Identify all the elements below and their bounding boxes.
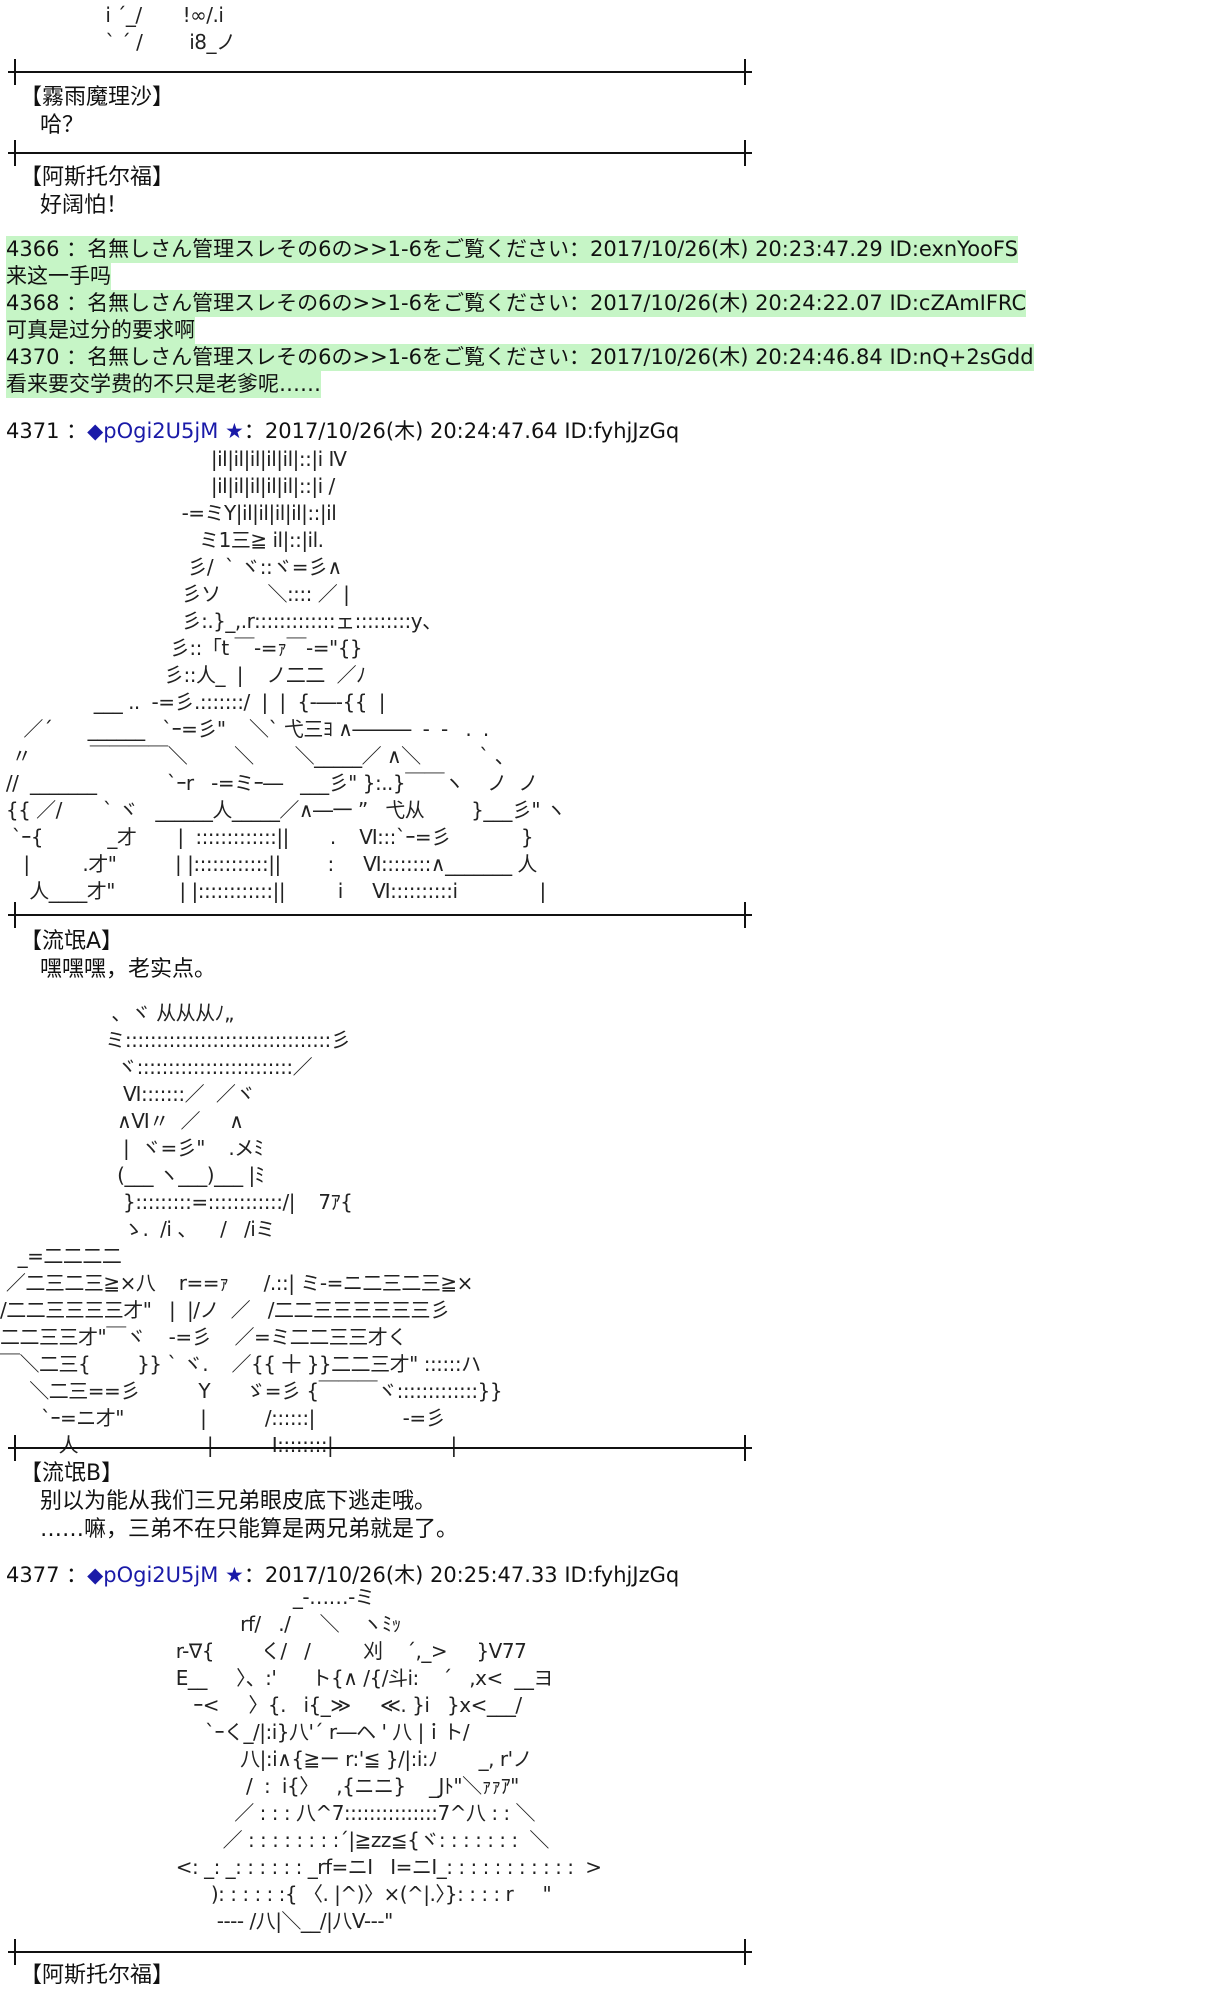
dialog-thug-b: 【流氓B】 别以为能从我们三兄弟眼皮底下逃走哦。 ……嘛，三弟不在只能算是两兄弟… — [20, 1460, 458, 1544]
post-body: 可真是过分的要求啊 — [6, 317, 195, 344]
dialog-thug-a: 【流氓A】 嘿嘿嘿，老实点。 — [20, 928, 216, 984]
speaker-name: 【阿斯托尔福】 — [20, 1963, 175, 1988]
post-body: 来这一手吗 — [6, 263, 111, 290]
reader-posts: 4366 ：名無しさん管理スレその6の>>1-6をご覧ください：2017/10/… — [6, 236, 1034, 398]
author-trip[interactable]: ◆pOgi2U5jM ★ — [87, 1563, 244, 1587]
post-header: 4370 ：名無しさん管理スレその6の>>1-6をご覧ください：2017/10/… — [6, 344, 1034, 371]
dialog-astolfo: 【阿斯托尔福】 好阔怕！ — [20, 164, 174, 220]
divider — [8, 897, 752, 933]
divider — [8, 1430, 752, 1466]
divider — [8, 54, 752, 90]
ascii-art-thug-scene: 、ヾ 从从从ﾉ„ ミ::::::::::::::::::::::::::::::… — [0, 1001, 503, 1457]
post-meta: ：2017/10/26(木) 20:24:47.64 ID:fyhjJzGq — [243, 419, 680, 443]
dialog-line: ……嘛，三弟不在只能算是两兄弟就是了。 — [40, 1517, 459, 1542]
author-post-header: 4371 ：◆pOgi2U5jM ★：2017/10/26(木) 20:24:4… — [6, 418, 679, 445]
post-number: 4371 ： — [6, 419, 88, 443]
dialog-line: 嘿嘿嘿，老实点。 — [40, 957, 217, 982]
dialog-line: 哈？ — [40, 113, 85, 138]
speaker-name: 【阿斯托尔福】 — [20, 165, 175, 190]
ascii-art-top: i ´_/ !∞/.i ` ´ / i8_ノ — [105, 3, 236, 54]
post-header: 4366 ：名無しさん管理スレその6の>>1-6をご覧ください：2017/10/… — [6, 236, 1018, 263]
speaker-name: 【流氓B】 — [20, 1461, 124, 1486]
divider — [8, 135, 752, 171]
post-meta: ：2017/10/26(木) 20:25:47.33 ID:fyhjJzGq — [243, 1563, 680, 1587]
ascii-art-astolfo-scene: |il|il|il|il|il|::|i Ⅳ |il|il|il|il|il|:… — [5, 447, 566, 903]
speaker-name: 【流氓A】 — [20, 929, 124, 954]
ascii-art-astolfo-face: _-……-ミ rf/ ./ ＼ ヽﾐｯ r-∇{ く/ / 刈 ´,_> }V7… — [175, 1585, 602, 1933]
speaker-name: 【霧雨魔理沙】 — [20, 85, 175, 110]
divider — [8, 1934, 752, 1970]
dialog-line: 好阔怕！ — [40, 193, 129, 218]
dialog-astolfo-2: 【阿斯托尔福】 — [20, 1962, 174, 1990]
author-post-header: 4377 ：◆pOgi2U5jM ★：2017/10/26(木) 20:25:4… — [6, 1562, 679, 1589]
post-header: 4368 ：名無しさん管理スレその6の>>1-6をご覧ください：2017/10/… — [6, 290, 1027, 317]
dialog-line: 别以为能从我们三兄弟眼皮底下逃走哦。 — [40, 1489, 437, 1514]
post-body: 看来要交学费的不只是老爹呢…… — [6, 371, 321, 398]
post-number: 4377 ： — [6, 1563, 88, 1587]
author-trip[interactable]: ◆pOgi2U5jM ★ — [87, 419, 244, 443]
dialog-marisa: 【霧雨魔理沙】 哈？ — [20, 84, 174, 140]
